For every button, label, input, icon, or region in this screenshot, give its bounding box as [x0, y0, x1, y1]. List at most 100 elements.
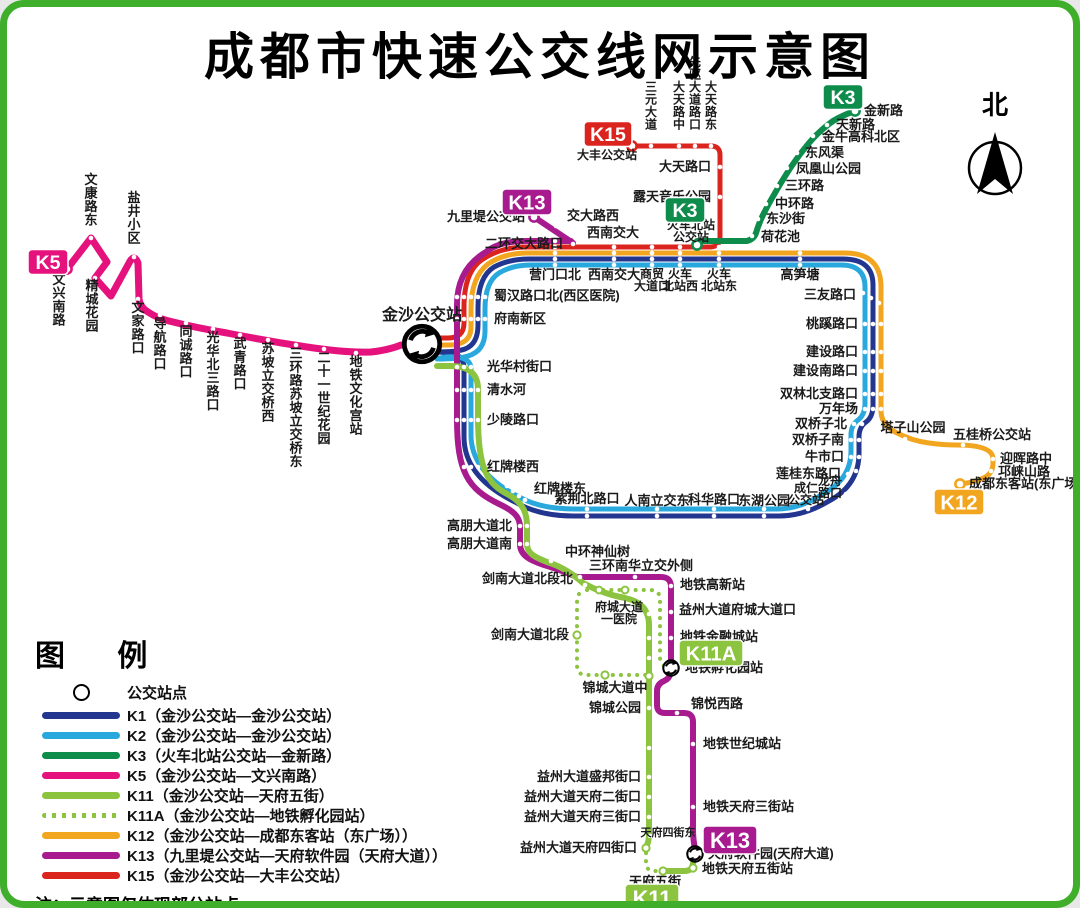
station-dot: [461, 464, 467, 470]
station-label: 双林北支路口: [780, 386, 858, 401]
station-label: 府城大道一医院: [595, 599, 643, 626]
station-label: 大天路口: [659, 159, 711, 174]
station-dot: [611, 256, 617, 262]
station-dot: [646, 611, 652, 617]
route-badge-K3: [822, 83, 864, 111]
route-badge-label: K15: [590, 124, 626, 146]
route-badge-label: K12: [940, 492, 977, 514]
station-dot: [584, 506, 590, 512]
route-line-K2: [434, 262, 868, 512]
station-label: 金沙公交站: [381, 305, 462, 324]
route-badge-K13: [702, 825, 758, 855]
station-dot: [794, 150, 800, 156]
station-label: 商贸大道口: [634, 266, 670, 293]
interchange-icon: [686, 844, 704, 864]
station-label: 三环南华立交外侧: [589, 558, 693, 573]
station-dot: [902, 436, 908, 442]
station-label: 益州大道天府三街口: [524, 809, 641, 824]
station-dot: [711, 513, 717, 519]
station-dot: [649, 250, 655, 256]
station-dot: [461, 417, 467, 423]
station-dot: [646, 705, 652, 711]
station-dot: [475, 387, 481, 393]
station-dot: [677, 262, 683, 268]
terminal-dot: [954, 478, 966, 490]
station-label: 大天路东: [705, 79, 718, 132]
station-label: 天府四街东: [641, 825, 696, 839]
station-dot: [454, 417, 460, 423]
station-dot: [990, 456, 996, 462]
station-label: 锦城公园: [589, 700, 641, 715]
terminal-dot: [691, 239, 703, 251]
legend-entry-K12: K12（金沙公交站—成都东客站（东广场））: [35, 826, 495, 845]
station-dot: [646, 655, 652, 661]
station-dot: [468, 464, 474, 470]
legend-entry-K11A: K11A（金沙公交站—地铁孵化园站）: [35, 806, 495, 825]
station-dot: [870, 406, 876, 412]
station-dot: [649, 244, 655, 250]
route-line-K11A-c: [644, 851, 662, 873]
route-badge-K12: [933, 488, 985, 516]
station-label: 地铁世纪城站: [703, 736, 781, 751]
station-dot: [646, 794, 652, 800]
route-line-K11A-b: [575, 592, 649, 677]
station-label: 莲桂东路口: [776, 466, 841, 481]
station-label: 双桥子南: [792, 432, 844, 447]
station-dot: [468, 316, 474, 322]
station-dot: [468, 294, 474, 300]
station-dot: [482, 316, 488, 322]
station-dot: [210, 326, 216, 332]
station-dot: [716, 244, 722, 250]
station-label: 大天路中: [673, 79, 686, 132]
route-line-K12: [432, 250, 996, 487]
legend-line-swatch: [42, 872, 120, 879]
station-label: 金新路: [863, 103, 904, 118]
station-label: 苏坡立交桥西: [261, 341, 275, 424]
legend-line-swatch: [42, 852, 120, 859]
station-labels: 文兴南路文康路东精城花园盐井小区文家路口导航路口同诚路口光华北三路口武青路口苏坡…: [52, 54, 1073, 889]
station-dot: [183, 320, 189, 326]
station-dot: [461, 294, 467, 300]
station-dot: [870, 349, 876, 355]
station-dot: [784, 165, 790, 171]
station-dot: [468, 387, 474, 393]
station-dot: [552, 238, 558, 244]
station-dot: [454, 316, 460, 322]
station-dot: [797, 250, 803, 256]
station-label: 地铁天府三街站: [703, 799, 794, 814]
legend-entry-K15: K15（金沙公交站—大丰公交站）: [35, 866, 495, 885]
station-dot: [674, 710, 680, 716]
station-label: 三环路苏坡立交桥东: [289, 346, 303, 469]
station-dot: [237, 332, 243, 338]
station-dot: [761, 513, 767, 519]
station-dot: [524, 523, 530, 529]
station-dot: [647, 833, 653, 839]
station-dot: [837, 496, 843, 502]
legend-station-row: 公交站点: [35, 683, 495, 702]
station-dot: [570, 241, 576, 247]
station-dot: [878, 368, 884, 374]
station-dot: [876, 300, 882, 306]
legend-entry-label: K15（金沙公交站—大丰公交站）: [127, 868, 350, 885]
station-label: 光华北三路口: [205, 330, 220, 413]
station-dot: [649, 256, 655, 262]
station-dot: [516, 493, 522, 499]
legend-entry-K2: K2（金沙公交站—金沙公交站）: [35, 726, 495, 745]
station-dot: [553, 223, 559, 229]
legend-route-list: K1（金沙公交站—金沙公交站）K2（金沙公交站—金沙公交站）K3（火车北站公交站…: [35, 706, 495, 885]
legend-line-swatch: [42, 732, 120, 739]
station-label: 地铁文化宫站: [348, 354, 363, 437]
station-dot: [805, 513, 811, 519]
station-label: 成仁公交站: [788, 480, 824, 507]
station-dot: [611, 262, 617, 268]
station-dot: [677, 244, 683, 250]
station-dot: [646, 745, 652, 751]
station-dot: [649, 262, 655, 268]
station-dot: [862, 368, 868, 374]
legend-line-swatch: [42, 712, 120, 719]
station-label: 三元大道: [645, 80, 657, 132]
legend-line-swatch: [42, 772, 120, 779]
station-dot: [475, 464, 481, 470]
route-badge-K11A: [678, 639, 744, 667]
station-label: 西南交大: [588, 267, 640, 282]
